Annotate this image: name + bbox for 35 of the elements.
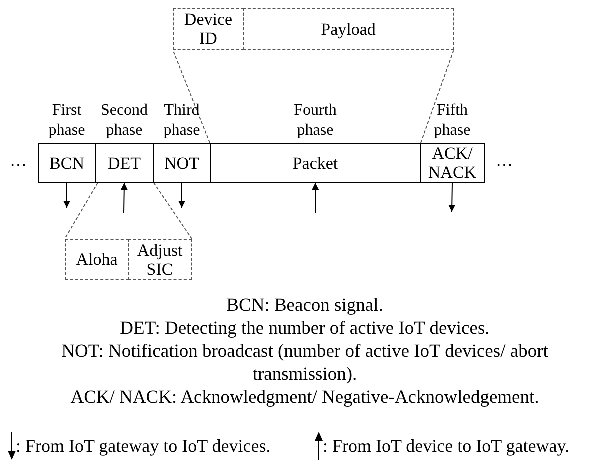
arrow [120,182,128,214]
arrow [64,182,70,208]
box-label: Aloha [75,250,119,269]
field-box [128,239,192,280]
legend-text: : From IoT gateway to IoT devices. [16,435,271,457]
zoom-guide-line [172,50,210,144]
box-label: Adjust SIC [136,240,184,278]
phase-label: Second phase [100,101,150,141]
phase-label: Fourth phase [293,101,338,141]
box-label: ACK/ NACK [427,144,478,182]
box-label: BCN [48,154,86,172]
box-label: Device ID [183,10,234,48]
box-label: Payload [320,20,377,38]
arrow [312,182,320,214]
zoom-guide-line [154,182,192,240]
legend-text: : From IoT device to IoT gateway. [323,435,570,457]
ellipsis: … [496,151,513,171]
ellipsis: … [10,151,27,171]
phase-label: First phase [48,101,86,141]
abbreviation-note: ACK/ NACK: Acknowledgment/ Negative-Acknowledgement. [70,387,540,410]
field-box [173,8,244,50]
box-label: DET [106,154,142,172]
arrow [178,182,186,208]
zoom-guide-line [64,182,98,240]
zoom-guide-line [420,50,454,144]
box-label: NOT [164,154,200,172]
phase-label: Third phase [162,101,202,141]
field-box [243,8,454,50]
abbreviation-note: NOT: Notification broadcast (number of active IoT devices/ abort transmission). [60,341,550,387]
arrow [448,182,456,212]
phase-label: Fifth phase [433,101,472,141]
abbreviation-note: DET: Detecting the number of active IoT devices. [119,318,491,341]
abbreviation-note: BCN: Beacon signal. [226,295,384,318]
field-box [65,239,129,280]
box-label: Packet [292,154,340,172]
